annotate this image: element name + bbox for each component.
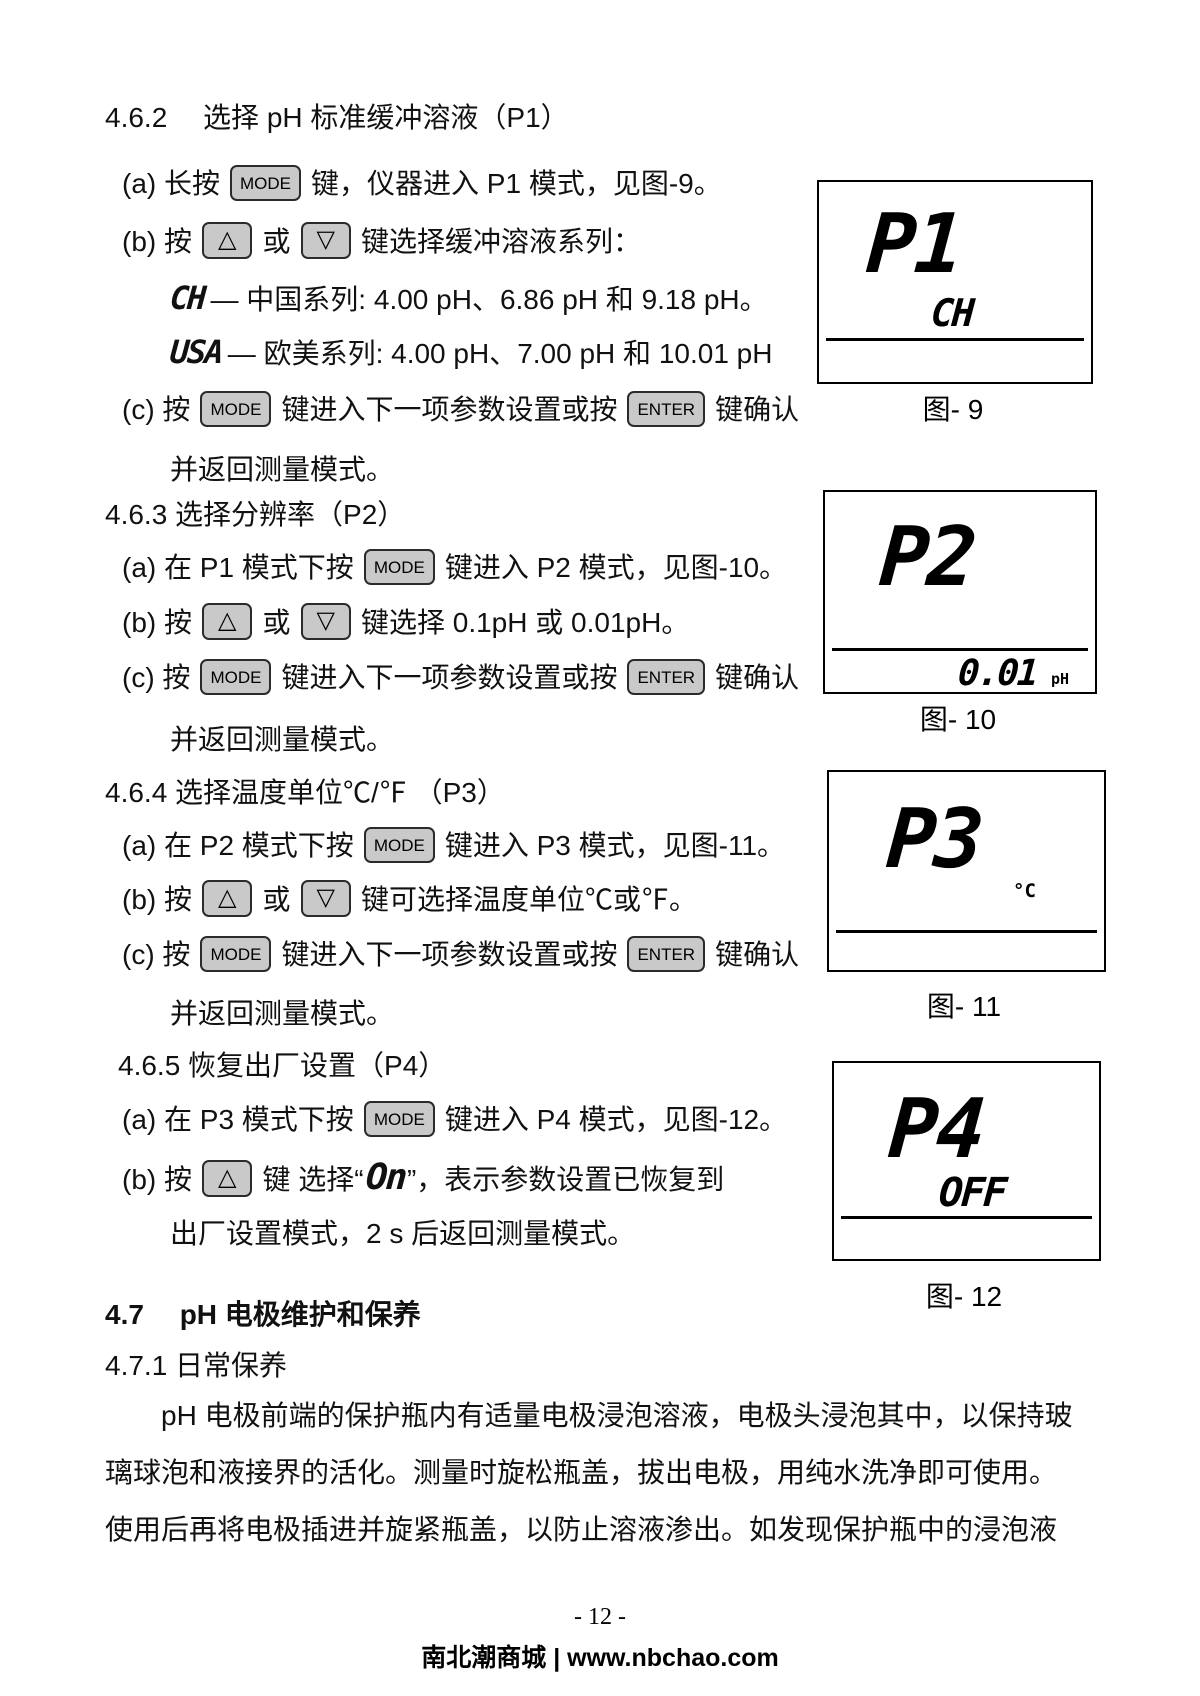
- page-number: - 12 -: [574, 1604, 626, 1630]
- paragraph-line-3: 使用后再将电极插进并旋紧瓶盖，以防止溶液渗出。如发现保护瓶中的浸泡液: [105, 1514, 1058, 1545]
- mode-key-icon: MODE: [200, 935, 272, 972]
- usa-segment-text: USA: [168, 333, 224, 371]
- fig12-mode-code: P4: [885, 1082, 988, 1177]
- down-arrow-key-icon: ▽: [300, 880, 351, 918]
- fig11-caption: 图- 11: [926, 991, 1002, 1022]
- paragraph-line-2: 璃球泡和液接界的活化。测量时旋松瓶盖，拔出电极，用纯水洗净即可使用。: [105, 1457, 1058, 1488]
- fig10-mode-code: P2: [876, 510, 979, 605]
- buffer-series-ch: CH— 中国系列: 4.00 pH、6.86 pH 和 9.18 pH。: [168, 279, 768, 317]
- fig10-ph-unit: pH: [1050, 670, 1069, 688]
- step-4-6-3-cont: 并返回测量模式。: [170, 724, 395, 755]
- fig12-off-value: OFF: [937, 1170, 1007, 1216]
- fig9-mode-code: P1: [863, 197, 966, 292]
- enter-key-icon: ENTER: [627, 935, 706, 972]
- lcd-display-fig11: P3 °C: [827, 770, 1106, 972]
- step-4-6-3-b: (b) 按△或▽键选择 0.1pH 或 0.01pH。: [122, 603, 689, 643]
- paragraph-line-1: pH 电极前端的保护瓶内有适量电极浸泡溶液，电极头浸泡其中，以保持玻: [161, 1400, 1073, 1431]
- step-4-6-4-b: (b) 按△或▽键可选择温度单位℃或℉。: [122, 880, 697, 920]
- fig9-sub-value: CH: [929, 291, 975, 335]
- enter-key-icon: ENTER: [627, 390, 706, 427]
- on-segment-text: On: [364, 1157, 407, 1198]
- mode-key-icon: MODE: [200, 658, 272, 695]
- section-title-4-6-3: 4.6.3 选择分辨率（P2）: [105, 499, 406, 530]
- section-title-4-7: 4.7 pH 电极维护和保养: [105, 1299, 421, 1330]
- ch-segment-text: CH: [168, 279, 206, 317]
- fig10-resolution-value: 0.01: [956, 653, 1039, 694]
- footer-site-text: 南北潮商城 | www.nbchao.com: [421, 1644, 779, 1672]
- fig11-celsius-unit: °C: [1013, 880, 1036, 902]
- up-arrow-key-icon: △: [202, 1160, 253, 1198]
- enter-key-icon: ENTER: [627, 658, 706, 695]
- step-4-6-2-b: (b) 按△或▽键选择缓冲溶液系列：: [122, 222, 641, 262]
- lcd-divider: [836, 930, 1097, 933]
- buffer-series-usa: USA— 欧美系列: 4.00 pH、7.00 pH 和 10.01 pH: [168, 333, 773, 371]
- fig11-mode-code: P3: [883, 792, 986, 887]
- mode-key-icon: MODE: [363, 548, 435, 585]
- down-arrow-key-icon: ▽: [300, 222, 351, 260]
- fig10-caption: 图- 10: [919, 704, 997, 735]
- up-arrow-key-icon: △: [202, 222, 253, 260]
- lcd-display-fig10: P2 0.01 pH: [823, 490, 1097, 694]
- step-4-6-2-cont: 并返回测量模式。: [170, 454, 395, 485]
- mode-key-icon: MODE: [363, 1100, 435, 1137]
- down-arrow-key-icon: ▽: [300, 603, 351, 641]
- lcd-display-fig9: P1 CH: [817, 180, 1093, 384]
- fig9-caption: 图- 9: [922, 394, 984, 425]
- section-title-4-6-5: 4.6.5 恢复出厂设置（P4）: [118, 1050, 447, 1081]
- up-arrow-key-icon: △: [202, 880, 253, 918]
- up-arrow-key-icon: △: [202, 603, 253, 641]
- section-title-4-6-2: 4.6.2 选择 pH 标准缓冲溶液（P1）: [105, 102, 569, 133]
- lcd-divider: [832, 648, 1088, 651]
- step-4-6-5-cont: 出厂设置模式，2 s 后返回测量模式。: [170, 1218, 636, 1249]
- lcd-divider: [841, 1216, 1092, 1219]
- lcd-divider: [826, 338, 1084, 341]
- mode-key-icon: MODE: [363, 826, 435, 863]
- mode-key-icon: MODE: [200, 390, 272, 427]
- step-4-6-5-b: (b) 按△键 选择“On”，表示参数设置已恢复到: [122, 1157, 725, 1198]
- step-4-6-4-cont: 并返回测量模式。: [170, 998, 395, 1029]
- lcd-display-fig12: P4 OFF: [832, 1061, 1101, 1261]
- fig12-caption: 图- 12: [925, 1281, 1003, 1312]
- section-title-4-7-1: 4.7.1 日常保养: [105, 1350, 288, 1381]
- section-title-4-6-4: 4.6.4 选择温度单位℃/℉ （P3）: [105, 777, 505, 808]
- mode-key-icon: MODE: [230, 164, 302, 201]
